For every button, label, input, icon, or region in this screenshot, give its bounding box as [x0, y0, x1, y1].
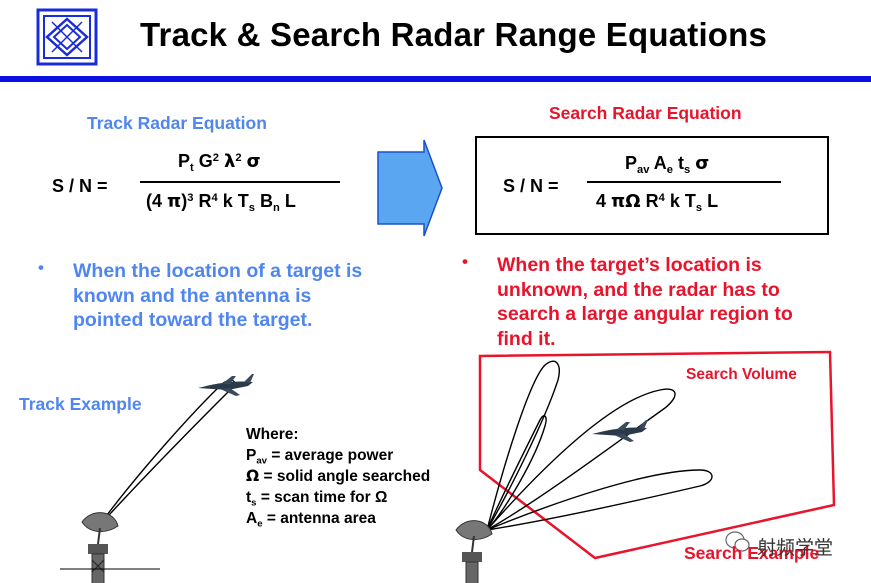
track-denominator: (4 π)3 R4 k Ts Bn L [146, 191, 296, 214]
jet-icon [592, 420, 648, 442]
track-numerator: Pt G2 λ2 σ [178, 151, 261, 174]
search-equation-box [475, 136, 829, 235]
track-heading: Track Radar Equation [87, 113, 267, 133]
search-bullet-dot: • [462, 252, 468, 271]
search-volume-label: Search Volume [686, 366, 797, 383]
where-line: ts = scan time for Ω [246, 489, 388, 509]
track-bullet-dot: • [38, 258, 44, 277]
track-fraction-bar [140, 181, 340, 183]
search-denominator: 4 πΩ R4 k Ts L [596, 191, 719, 214]
search-beams [486, 360, 713, 531]
radar-dish-icon [455, 520, 493, 583]
search-heading: Search Radar Equation [549, 103, 742, 123]
track-beam [97, 379, 236, 528]
watermark-text: 射频学堂 [757, 537, 834, 559]
search-bullet-text: When the target’s location is unknown, a… [497, 254, 793, 350]
wechat-icon [725, 531, 750, 552]
where-block: Where: Pav = average power Ω = solid ang… [246, 424, 430, 529]
page-title: Track & Search Radar Range Equations [140, 16, 768, 53]
search-numerator: Pav Ae ts σ [625, 153, 710, 176]
logo-emblem [36, 8, 98, 66]
where-line: Ae = antenna area [246, 510, 376, 530]
search-fraction-bar [587, 181, 781, 183]
radar-dish-icon [81, 512, 119, 583]
where-line: Ω = solid angle searched [246, 467, 431, 485]
where-heading: Where: [246, 426, 299, 443]
title-divider [0, 76, 871, 82]
track-example-label: Track Example [19, 394, 142, 414]
arrow-right [377, 139, 443, 237]
jet-icon [198, 374, 254, 396]
search-lhs: S / N = [503, 176, 559, 196]
search-example-label: Search Example [684, 543, 820, 563]
track-lhs: S / N = [52, 176, 108, 196]
where-line: Pav = average power [246, 447, 394, 467]
track-bullet-text: When the location of a target is known a… [73, 260, 363, 331]
search-volume-outline [478, 350, 836, 560]
